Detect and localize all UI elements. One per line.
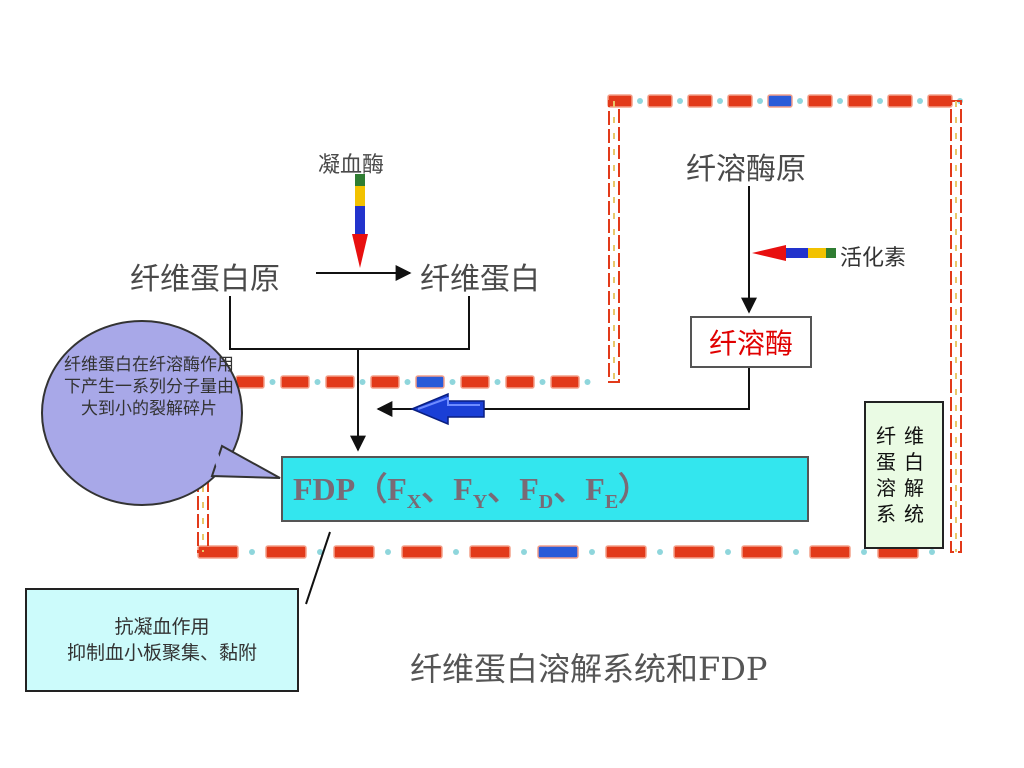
border-dot <box>797 98 803 104</box>
border-dot <box>359 379 366 385</box>
border-dot <box>404 379 411 385</box>
border-dash <box>505 375 535 389</box>
fibrinogen-label: 纤维蛋白原 <box>130 262 280 297</box>
fdp-text: FDP（FX、FY、FD、FE） <box>293 471 651 513</box>
border-dot <box>757 98 763 104</box>
border-vertical <box>608 100 620 383</box>
border-dash <box>807 94 833 108</box>
bracket-line <box>229 296 470 350</box>
border-dash <box>537 545 579 559</box>
speech-bubble-shape <box>41 320 281 506</box>
anticoagulant-note-box: 抗凝血作用 抑制血小板聚集、黏附 <box>25 588 299 692</box>
border-dash <box>741 545 783 559</box>
fdp-to-note-line <box>305 531 331 605</box>
dashed-border <box>197 94 963 559</box>
border-dash <box>673 545 715 559</box>
border-dot <box>269 379 276 385</box>
border-dash <box>235 375 265 389</box>
border-dash <box>647 94 673 108</box>
border-dash <box>401 545 443 559</box>
border-dash <box>415 375 445 389</box>
border-dot <box>637 98 643 104</box>
border-dash <box>687 94 713 108</box>
plasminogen-label: 纤溶酶原 <box>686 152 806 187</box>
border-dash <box>333 545 375 559</box>
border-dash <box>550 375 580 389</box>
border-dot <box>317 549 323 555</box>
border-dot <box>917 98 923 104</box>
border-dash <box>265 545 307 559</box>
border-dash <box>469 545 511 559</box>
border-dot <box>861 549 867 555</box>
fdp-box: FDP（FX、FY、FD、FE） <box>281 456 809 522</box>
border-dot <box>589 549 595 555</box>
border-dash <box>847 94 873 108</box>
border-dot <box>725 549 731 555</box>
border-dot <box>494 379 501 385</box>
border-dash <box>460 375 490 389</box>
thrombin-arrow <box>352 174 368 268</box>
plasmin-label: 纤溶酶 <box>708 327 793 360</box>
border-dash <box>727 94 753 108</box>
border-dash <box>280 375 310 389</box>
border-dot <box>539 379 546 385</box>
fibrinolysis-system-box: 纤维蛋白溶解系统 <box>864 401 944 549</box>
border-dot <box>717 98 723 104</box>
border-dot <box>521 549 527 555</box>
border-dash <box>887 94 913 108</box>
border-dash <box>370 375 400 389</box>
blue-block-arrow <box>410 392 485 426</box>
border-dot <box>877 98 883 104</box>
border-dash <box>809 545 851 559</box>
speech-bubble-text: 纤维蛋白在纤溶酶作用下产生一系列分子量由大到小的裂解碎片 <box>64 355 234 419</box>
thrombin-label: 凝血酶 <box>318 153 385 178</box>
note-line-2: 抑制血小板聚集、黏附 <box>66 642 257 664</box>
border-dot <box>449 379 456 385</box>
slide-title: 纤维蛋白溶解系统和FDP <box>410 650 768 688</box>
border-dash <box>767 94 793 108</box>
border-dot <box>837 98 843 104</box>
border-dash <box>927 94 953 108</box>
fibrin-label: 纤维蛋白 <box>420 262 540 297</box>
border-dot <box>657 549 663 555</box>
activator-label: 活化素 <box>840 246 907 271</box>
system-box-label: 纤维蛋白溶解系统 <box>876 424 932 526</box>
plasmin-connector-line <box>376 368 750 417</box>
plasmin-box: 纤溶酶 <box>690 316 812 368</box>
border-dot <box>385 549 391 555</box>
border-dot <box>584 379 591 385</box>
note-line-1: 抗凝血作用 <box>114 616 210 638</box>
border-dot <box>677 98 683 104</box>
border-dot <box>793 549 799 555</box>
activator-arrow <box>752 245 836 261</box>
border-dot <box>314 379 321 385</box>
border-dash <box>325 375 355 389</box>
border-dot <box>453 549 459 555</box>
border-dot <box>249 549 255 555</box>
border-dash <box>605 545 647 559</box>
border-dot <box>929 549 935 555</box>
